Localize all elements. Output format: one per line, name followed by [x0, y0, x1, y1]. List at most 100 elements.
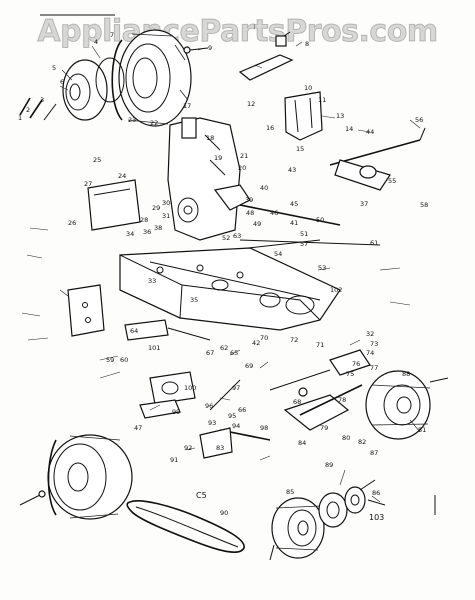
- callout-39: 39: [245, 196, 253, 204]
- callout-13: 13: [336, 112, 344, 120]
- callout-79: 79: [320, 424, 328, 432]
- callout-17: 17: [183, 102, 191, 110]
- callout-61: 61: [370, 239, 378, 247]
- callout-8: 8: [305, 40, 309, 48]
- rear-axle-tube[interactable]: [124, 319, 211, 341]
- callout-78: 78: [338, 396, 346, 404]
- callout-58: 58: [420, 201, 428, 209]
- callout-40: 40: [260, 184, 268, 192]
- callout-10: 10: [304, 84, 312, 92]
- bolt-bottom: [269, 544, 275, 561]
- lever-linkage[interactable]: [199, 379, 271, 459]
- callout-23: 23: [128, 116, 136, 124]
- callout-35: 35: [190, 296, 198, 304]
- callout-93: 93: [208, 419, 216, 427]
- watermark: AppliancePartsPros.com: [37, 14, 439, 50]
- callout-47: 47: [134, 424, 142, 432]
- callout-99: 99: [172, 408, 180, 416]
- front-wheel-top[interactable]: [111, 29, 192, 127]
- callout-62: 62: [220, 344, 228, 352]
- callout-43: 43: [288, 166, 296, 174]
- callout-c5: C5: [196, 491, 207, 500]
- callout-12: 12: [247, 100, 255, 108]
- callout-70: 70: [260, 334, 268, 342]
- callout-labels: 1 2 3 4 5 6 7 8 9 10 11 12 13 14 15 16 1…: [18, 31, 428, 522]
- callout-27: 27: [84, 180, 92, 188]
- callout-55: 55: [388, 177, 396, 185]
- callout-98: 98: [260, 424, 268, 432]
- callout-42: 42: [252, 339, 260, 347]
- callout-91: 91: [170, 456, 178, 464]
- callout-53: 53: [318, 264, 326, 272]
- callout-24: 24: [118, 172, 126, 180]
- callout-22: 22: [150, 119, 158, 127]
- callout-28: 28: [140, 216, 148, 224]
- callout-34: 34: [126, 230, 134, 238]
- callout-31: 31: [162, 212, 170, 220]
- callout-48: 48: [246, 209, 254, 217]
- callout-54: 54: [274, 250, 282, 258]
- callout-74: 74: [366, 349, 374, 357]
- callout-32: 32: [366, 330, 374, 338]
- callout-3: 3: [40, 96, 44, 104]
- hub-cap-assembly[interactable]: [62, 57, 125, 121]
- callout-56: 56: [415, 116, 423, 124]
- steering-shaft[interactable]: [329, 127, 426, 191]
- brake-assembly[interactable]: [139, 371, 196, 419]
- callout-37: 37: [360, 200, 368, 208]
- callout-95: 95: [228, 412, 236, 420]
- battery-plate[interactable]: [87, 179, 141, 231]
- callout-75: 75: [346, 370, 354, 378]
- idler-linkage[interactable]: [269, 349, 371, 431]
- callout-26: 26: [68, 219, 76, 227]
- callout-36: 36: [143, 228, 151, 236]
- leader-lines: [21, 41, 421, 503]
- front-bracket-plate[interactable]: [67, 284, 105, 337]
- callout-29: 29: [152, 204, 160, 212]
- callout-73: 73: [370, 340, 378, 348]
- callout-65: 65: [230, 349, 238, 357]
- callout-6: 6: [60, 78, 64, 86]
- callout-51: 51: [300, 230, 308, 238]
- callout-69: 69: [245, 362, 253, 370]
- pulley-set[interactable]: [318, 479, 386, 528]
- callout-102: 102: [330, 286, 342, 294]
- callout-38: 38: [154, 224, 162, 232]
- callout-49: 49: [253, 220, 261, 228]
- callout-77: 77: [370, 364, 378, 372]
- callout-76: 76: [352, 360, 360, 368]
- callout-82: 82: [358, 438, 366, 446]
- callout-9: 9: [208, 44, 212, 52]
- callout-84: 84: [298, 439, 306, 447]
- control-bracket[interactable]: [284, 91, 323, 141]
- callout-86: 86: [372, 489, 380, 497]
- callout-25: 25: [93, 156, 101, 164]
- callout-11: 11: [318, 96, 326, 104]
- callout-18: 18: [206, 134, 214, 142]
- callout-19: 19: [214, 154, 222, 162]
- callout-64: 64: [130, 327, 138, 335]
- transmission-housing[interactable]: [167, 117, 251, 241]
- callout-41: 41: [290, 219, 298, 227]
- callout-21: 21: [240, 152, 248, 160]
- callout-59: 59: [106, 356, 114, 364]
- callout-101: 101: [148, 344, 160, 352]
- rear-wheel-right[interactable]: [365, 370, 449, 440]
- callout-87: 87: [370, 449, 378, 457]
- callout-94: 94: [232, 422, 240, 430]
- drive-belt[interactable]: [126, 500, 245, 554]
- callout-45: 45: [290, 200, 298, 208]
- callout-83: 83: [216, 444, 224, 452]
- callout-46: 46: [270, 209, 278, 217]
- callout-2: 2: [26, 106, 30, 114]
- callout-4: 4: [94, 38, 98, 46]
- callout-90: 90: [220, 509, 228, 517]
- callout-96: 96: [205, 402, 213, 410]
- front-wheel-bottom[interactable]: [19, 434, 133, 520]
- steering-arm-upper[interactable]: [238, 31, 294, 81]
- main-frame[interactable]: [119, 247, 341, 331]
- rear-wheel-bottom[interactable]: [271, 497, 325, 559]
- callout-20: 20: [238, 164, 246, 172]
- callout-33: 33: [148, 277, 156, 285]
